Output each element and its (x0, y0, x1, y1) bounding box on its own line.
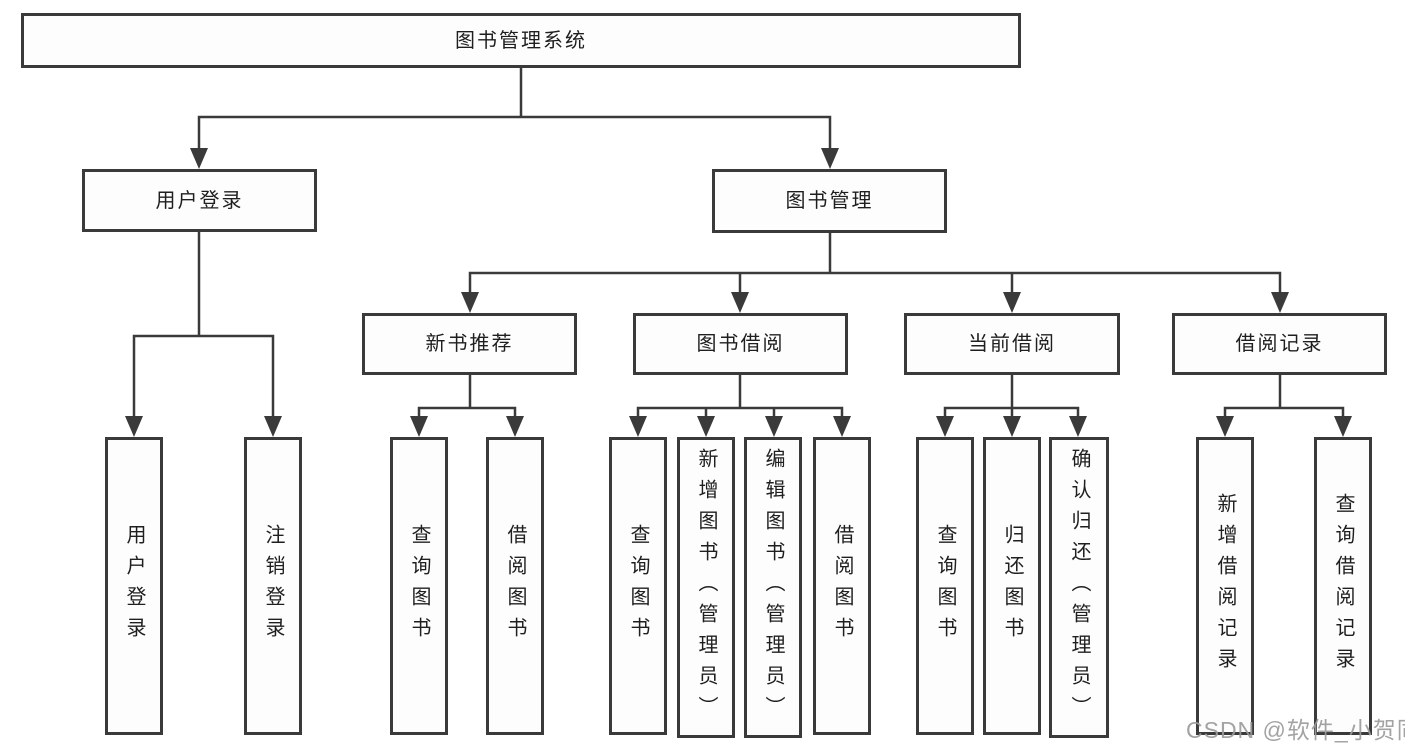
connector-new-book-branch (410, 375, 524, 437)
connector-root-to-level2 (190, 68, 839, 169)
node-book-borrowing: 图书借阅 (633, 313, 848, 375)
node-book-management: 图书管理 (712, 169, 947, 233)
node-query-borrow-record: 查询借阅记录 (1314, 437, 1372, 735)
node-query-books-current: 查询图书 (916, 437, 974, 735)
node-borrow-books-recommend: 借阅图书 (486, 437, 544, 735)
node-return-books: 归还图书 (983, 437, 1041, 735)
node-borrow-books-borrowing: 借阅图书 (813, 437, 871, 735)
connector-user-login-branch (125, 232, 282, 437)
connector-current-borrowing-branch (936, 375, 1087, 437)
node-borrowing-records: 借阅记录 (1172, 313, 1387, 375)
node-edit-books-admin: 编辑图书（管理员） (744, 437, 802, 738)
node-add-books-admin: 新增图书（管理员） (677, 437, 735, 738)
node-query-books-recommend: 查询图书 (390, 437, 448, 735)
connector-book-management-branch (461, 233, 1289, 313)
node-query-books-borrowing: 查询图书 (609, 437, 667, 735)
node-library-management-system: 图书管理系统 (21, 13, 1021, 68)
node-user-login: 用户登录 (82, 169, 317, 232)
node-confirm-return-admin: 确认归还（管理员） (1049, 437, 1109, 738)
connector-borrowing-records-branch (1216, 375, 1352, 437)
csdn-watermark: CSDN @软件_小贺同学 (1186, 717, 1405, 743)
node-logout-action: 注销登录 (244, 437, 302, 735)
connector-book-borrowing-branch (629, 375, 851, 437)
node-current-borrowing: 当前借阅 (904, 313, 1120, 375)
node-user-login-action: 用户登录 (105, 437, 163, 735)
node-new-book-recommendation: 新书推荐 (362, 313, 577, 375)
node-add-borrow-record: 新增借阅记录 (1196, 437, 1254, 735)
